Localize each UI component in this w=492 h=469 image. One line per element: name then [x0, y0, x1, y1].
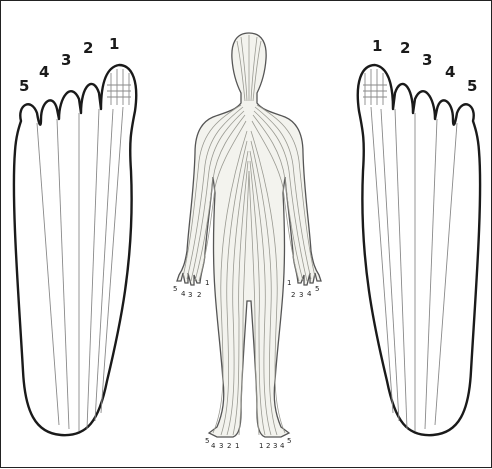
- body-right-foot-label-4: 4: [280, 442, 285, 450]
- body-left-hand-label-1: 1: [205, 279, 209, 287]
- body-right-foot-label-1: 1: [259, 442, 263, 450]
- left-foot-toe-label-5: 5: [19, 77, 29, 95]
- body-left-foot-label-5: 5: [205, 437, 209, 445]
- body-right-hand-label-1: 1: [287, 279, 291, 287]
- body-right-hand-label-4: 4: [307, 290, 312, 298]
- right-foot-toe-label-2: 2: [400, 39, 410, 57]
- right-foot: [358, 65, 480, 435]
- left-foot-toe-label-4: 4: [39, 63, 49, 81]
- right-foot-toe-label-1: 1: [372, 37, 382, 55]
- right-foot-zone-lines: [371, 107, 457, 431]
- right-foot-toe-label-4: 4: [445, 63, 455, 81]
- body-left-hand-label-5: 5: [173, 285, 177, 293]
- left-foot-zone-lines: [37, 107, 123, 431]
- body-left-foot-label-3: 3: [219, 442, 223, 450]
- body-right-foot-label-3: 3: [273, 442, 277, 450]
- body-left-hand-label-3: 3: [188, 291, 192, 299]
- right-foot-toe-label-3: 3: [422, 51, 432, 69]
- left-big-toe-zones: [107, 69, 131, 105]
- body-left-foot-label-1: 1: [235, 442, 239, 450]
- body-left-foot-label-2: 2: [227, 442, 231, 450]
- right-big-toe-zones: [363, 69, 387, 105]
- body-right-hand-label-5: 5: [315, 285, 319, 293]
- body-left-hand-label-4: 4: [181, 290, 186, 298]
- body-right-hand-label-3: 3: [299, 291, 303, 299]
- left-foot-outline: [14, 65, 136, 435]
- body-left-hand-label-2: 2: [197, 291, 201, 299]
- human-body: 5 4 3 2 1 1 2 3 4 5 5 4 3 2 1 1 2 3 4 5: [173, 33, 321, 450]
- body-right-foot-label-5: 5: [287, 437, 291, 445]
- left-foot-toe-label-3: 3: [61, 51, 71, 69]
- right-foot-outline: [358, 65, 480, 435]
- body-left-foot-label-4: 4: [211, 442, 216, 450]
- right-foot-toe-label-5: 5: [467, 77, 477, 95]
- body-right-foot-label-2: 2: [266, 442, 270, 450]
- body-right-hand-label-2: 2: [291, 291, 295, 299]
- left-foot-toe-label-2: 2: [83, 39, 93, 57]
- left-foot: 5 4 3 2 1: [14, 35, 136, 435]
- left-foot-toe-label-1: 1: [109, 35, 119, 53]
